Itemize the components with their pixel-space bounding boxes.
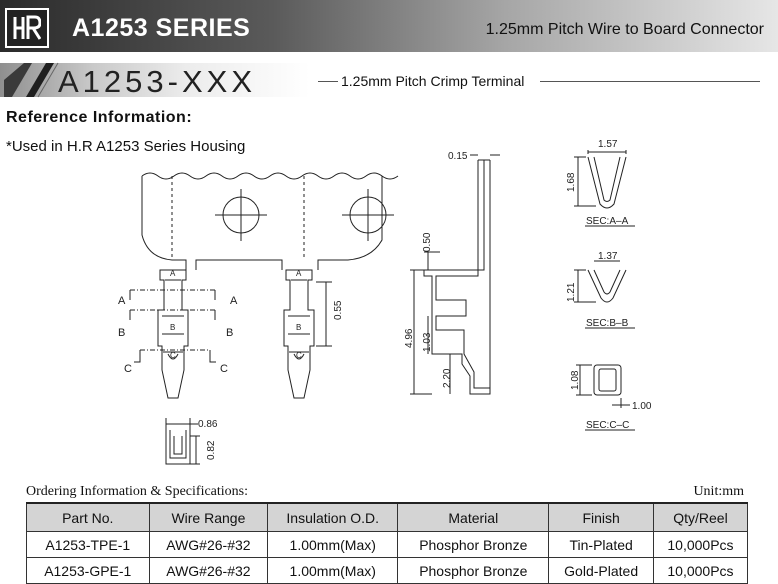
sec-label-b-cut: B bbox=[170, 323, 175, 332]
cell-finish: Gold-Plated bbox=[548, 557, 654, 584]
cell-material: Phosphor Bronze bbox=[397, 557, 550, 584]
sec-label-a-cut2: A bbox=[296, 269, 302, 278]
table-row: A1253-TPE-1 AWG#26-#32 1.00mm(Max) Phosp… bbox=[26, 531, 749, 558]
reference-note: *Used in H.R A1253 Series Housing bbox=[6, 138, 246, 155]
sec-label-c-cut2: C bbox=[296, 351, 302, 360]
col-qty-reel: Qty/Reel bbox=[652, 502, 749, 532]
col-wire-range: Wire Range bbox=[148, 502, 269, 532]
part-subtitle: 1.25mm Pitch Crimp Terminal bbox=[341, 73, 525, 89]
part-title: A1253-XXX bbox=[58, 64, 256, 99]
dim-496: 4.96 bbox=[404, 328, 415, 348]
dim-220: 2.20 bbox=[442, 368, 453, 388]
sec-label-c-right: C bbox=[220, 363, 228, 375]
table-header-row: Part No. Wire Range Insulation O.D. Mate… bbox=[26, 502, 749, 532]
reference-title: Reference Information: bbox=[6, 109, 193, 126]
cell-finish: Tin-Plated bbox=[548, 531, 654, 558]
cell-part-no: A1253-GPE-1 bbox=[26, 557, 150, 584]
unit-label: Unit:mm bbox=[693, 484, 744, 499]
hr-logo bbox=[5, 8, 49, 48]
sec-bb-width: 1.37 bbox=[598, 251, 618, 262]
series-header bbox=[0, 0, 778, 52]
dim-015: 0.15 bbox=[448, 151, 468, 162]
sec-cc-width: 1.00 bbox=[632, 401, 652, 412]
header-subtitle: 1.25mm Pitch Wire to Board Connector bbox=[485, 21, 764, 38]
col-material: Material bbox=[397, 502, 550, 532]
cell-qty-reel: 10,000Pcs bbox=[652, 557, 749, 584]
sec-label-c-cut: C bbox=[170, 351, 176, 360]
col-insulation: Insulation O.D. bbox=[267, 502, 399, 532]
ordering-title: Ordering Information & Specifications: bbox=[26, 484, 248, 499]
sec-label-b-left: B bbox=[118, 327, 125, 339]
sec-label-b-right: B bbox=[226, 327, 233, 339]
cell-part-no: A1253-TPE-1 bbox=[26, 531, 150, 558]
sec-aa-caption: SEC:A–A bbox=[586, 216, 629, 227]
cell-wire-range: AWG#26-#32 bbox=[148, 557, 269, 584]
terminal-drawing: A A B B C C A A B B C C 0.55 0.15 0.50 4… bbox=[118, 140, 652, 465]
sec-bb-caption: SEC:B–B bbox=[586, 318, 629, 329]
sec-cc-height: 1.08 bbox=[570, 370, 581, 390]
cell-insulation: 1.00mm(Max) bbox=[267, 557, 399, 584]
dim-055: 0.55 bbox=[333, 300, 344, 320]
sec-label-a-left: A bbox=[118, 295, 126, 307]
series-title: A1253 SERIES bbox=[72, 14, 251, 42]
col-finish: Finish bbox=[548, 502, 654, 532]
table-row: A1253-GPE-1 AWG#26-#32 1.00mm(Max) Phosp… bbox=[26, 557, 749, 584]
cell-qty-reel: 10,000Pcs bbox=[652, 531, 749, 558]
sec-aa-height: 1.68 bbox=[566, 172, 577, 192]
sec-label-a-cut: A bbox=[170, 269, 176, 278]
banner-rule bbox=[540, 81, 760, 82]
dim-082: 0.82 bbox=[206, 440, 217, 460]
sec-aa-width: 1.57 bbox=[598, 140, 618, 150]
banner-slash-icon bbox=[4, 62, 59, 98]
sec-label-c-left: C bbox=[124, 363, 132, 375]
cell-material: Phosphor Bronze bbox=[397, 531, 550, 558]
sec-label-a-right: A bbox=[230, 295, 238, 307]
hr-logo-icon bbox=[13, 15, 41, 40]
banner-rule-left bbox=[318, 81, 338, 82]
cell-wire-range: AWG#26-#32 bbox=[148, 531, 269, 558]
col-part-no: Part No. bbox=[26, 502, 150, 532]
dim-050: 0.50 bbox=[422, 232, 433, 252]
sec-bb-height: 1.21 bbox=[566, 282, 577, 302]
part-banner bbox=[0, 63, 310, 97]
dim-086: 0.86 bbox=[198, 419, 218, 430]
sec-label-b-cut2: B bbox=[296, 323, 301, 332]
dim-103: 1.03 bbox=[422, 332, 433, 352]
cell-insulation: 1.00mm(Max) bbox=[267, 531, 399, 558]
sec-cc-caption: SEC:C–C bbox=[586, 420, 629, 431]
spec-table: Part No. Wire Range Insulation O.D. Mate… bbox=[26, 502, 749, 584]
